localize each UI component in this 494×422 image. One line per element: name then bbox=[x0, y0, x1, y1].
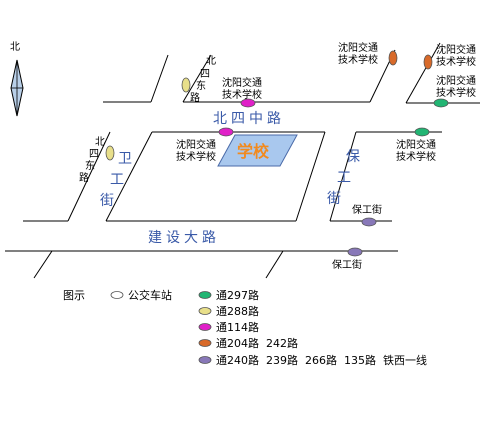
bus-stop-marker bbox=[347, 247, 363, 257]
road-name-west: 卫 工 街 bbox=[100, 151, 132, 209]
road-name-west-char: 卫 bbox=[118, 151, 132, 167]
bus-stop-marker bbox=[181, 77, 191, 93]
road-name-south: 建设大路 bbox=[148, 230, 220, 246]
bus-stop-baogongjie-bottom[interactable]: 保工街 bbox=[332, 247, 363, 271]
stop-label-char: 东 bbox=[196, 79, 206, 92]
legend: 图示 公交车站 通297路 通288路 通114路 通204路 242路 通24… bbox=[63, 288, 427, 367]
bus-stop-marker bbox=[433, 98, 449, 108]
school-block[interactable]: 学校 bbox=[217, 134, 298, 167]
stop-label-char: 路 bbox=[190, 91, 200, 104]
compass-north-label: 北 bbox=[10, 41, 20, 53]
stop-label-line: 技术学校 bbox=[222, 88, 262, 101]
legend-route-label: 通240路 239路 266路 135路 铁西一线 bbox=[216, 353, 427, 367]
bus-stop-marker bbox=[218, 127, 234, 137]
stop-label-line: 沈阳交通 bbox=[396, 138, 436, 151]
legend-route-label: 通204路 242路 bbox=[216, 337, 298, 350]
bus-stop-jiaotong-school-left[interactable]: 沈阳交通 技术学校 bbox=[176, 127, 234, 163]
stop-label-line: 技术学校 bbox=[176, 150, 216, 163]
school-area bbox=[217, 134, 298, 167]
legend-route-swatch bbox=[198, 356, 212, 364]
legend-bus-stop-icon bbox=[110, 291, 124, 299]
stop-label: 保工街 bbox=[332, 258, 362, 271]
stop-label: 保工街 bbox=[352, 203, 382, 216]
stop-label-char: 北 bbox=[95, 136, 105, 148]
bus-stop-jiaotong-top-right-a[interactable]: 沈阳交通 技术学校 bbox=[338, 41, 398, 66]
bus-stop-marker bbox=[423, 54, 433, 70]
road-line bbox=[150, 54, 169, 103]
road-name-west-char: 工 bbox=[110, 172, 124, 188]
school-label: 学校 bbox=[237, 142, 270, 161]
bus-stop-marker bbox=[388, 50, 398, 66]
stop-label-char: 北 bbox=[206, 55, 216, 67]
stop-label-line: 沈阳交通 bbox=[176, 138, 216, 151]
bus-stop-beisi-dong-lu-top[interactable]: 北 四 东 路 bbox=[181, 55, 216, 104]
stop-label-line: 技术学校 bbox=[338, 53, 378, 66]
road-line bbox=[329, 131, 357, 222]
bus-stop-baogongjie-mid[interactable]: 保工街 bbox=[352, 203, 382, 227]
stop-label-line: 沈阳交通 bbox=[222, 76, 262, 89]
bus-stop-jiaotong-top-mid[interactable]: 沈阳交通 技术学校 bbox=[222, 76, 262, 108]
bus-stop-marker bbox=[105, 145, 115, 161]
stop-label-char: 路 bbox=[79, 171, 89, 184]
stop-label-char: 四 bbox=[200, 69, 210, 80]
stop-label-char: 东 bbox=[85, 159, 95, 172]
road-name-east-char: 工 bbox=[337, 170, 351, 186]
road-line bbox=[295, 131, 326, 222]
stop-label-line: 技术学校 bbox=[436, 86, 476, 99]
bus-stop-jiaotong-right[interactable]: 沈阳交通 技术学校 bbox=[396, 127, 436, 163]
stop-label-line: 沈阳交通 bbox=[436, 74, 476, 87]
legend-route-swatch bbox=[198, 323, 212, 331]
bus-stop-jiaotong-top-right-b[interactable]: 沈阳交通 技术学校 沈阳交通 技术学校 bbox=[423, 43, 476, 108]
road-line bbox=[105, 131, 153, 222]
road-name-north: 北四中路 bbox=[213, 111, 285, 127]
bus-stop-marker bbox=[240, 98, 256, 108]
legend-title: 图示 bbox=[63, 289, 85, 302]
road-line bbox=[405, 42, 441, 104]
road-name-east-char: 保 bbox=[346, 149, 360, 165]
road-line bbox=[33, 250, 53, 279]
stop-label-line: 技术学校 bbox=[396, 150, 436, 163]
legend-route-swatch bbox=[198, 307, 212, 315]
road-line bbox=[67, 131, 111, 222]
road-line bbox=[182, 54, 212, 103]
compass: 北 bbox=[10, 41, 24, 117]
road-name-west-char: 街 bbox=[100, 193, 114, 209]
legend-route-label: 通288路 bbox=[216, 305, 259, 318]
stop-label-line: 沈阳交通 bbox=[338, 41, 378, 54]
bus-stop-beisi-dong-lu-left[interactable]: 北 四 东 路 bbox=[79, 136, 115, 184]
road-name-east-char: 街 bbox=[327, 191, 341, 207]
legend-bus-stop-label: 公交车站 bbox=[128, 288, 172, 302]
bus-stop-marker bbox=[414, 127, 430, 137]
stop-label-line: 技术学校 bbox=[436, 55, 476, 68]
legend-route-swatch bbox=[198, 339, 212, 347]
road-name-east: 保 工 街 bbox=[327, 149, 360, 207]
bus-stop-marker bbox=[361, 217, 377, 227]
legend-route-label: 通297路 bbox=[216, 289, 259, 302]
legend-route-label: 通114路 bbox=[216, 321, 259, 334]
stop-label-line: 沈阳交通 bbox=[436, 43, 476, 56]
stop-label-char: 四 bbox=[89, 149, 99, 160]
road-line bbox=[265, 250, 284, 279]
legend-route-swatch bbox=[198, 291, 212, 299]
